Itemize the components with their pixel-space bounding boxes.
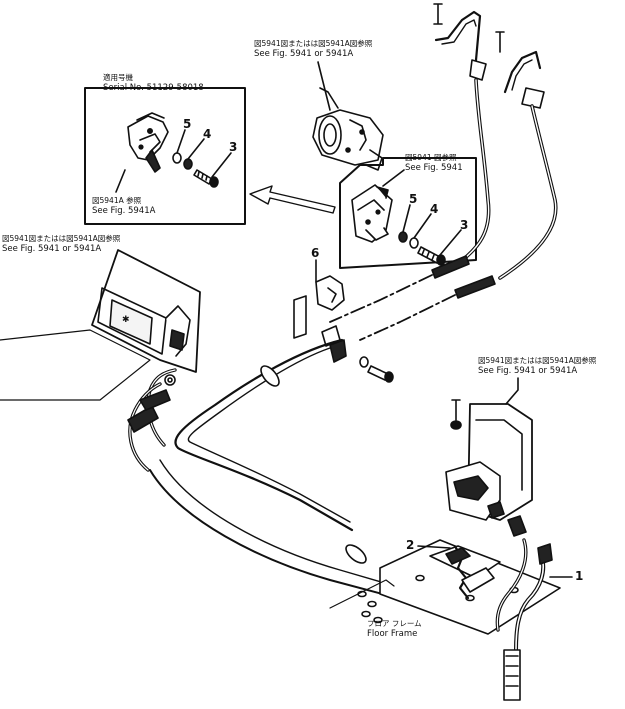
- mid-ref-jp: 図5941 図参照: [405, 153, 457, 162]
- upper-cables: [329, 3, 558, 341]
- floor-frame-en: Floor Frame: [367, 629, 418, 639]
- svg-text:✱: ✱: [122, 315, 130, 325]
- floor-frame-jp: フロア フレーム: [367, 619, 422, 628]
- clamp-part-6: [293, 259, 394, 383]
- direction-arrow: [249, 185, 336, 214]
- actuator-body: [312, 87, 384, 171]
- right-ref-en: See Fig. 5941 or 5941A: [478, 366, 578, 376]
- right-ref-jp: 図5941図またはは図5941A図参照: [478, 356, 597, 365]
- top-ref-en: See Fig. 5941 or 5941A: [254, 49, 354, 59]
- inset-see-en: See Fig. 5941A: [92, 206, 156, 216]
- callout-mid-4: 4: [430, 202, 439, 216]
- mid-detail-box: [339, 157, 477, 269]
- main-tube: [127, 338, 396, 597]
- inset-detail-box: [84, 87, 246, 225]
- right-assembly: [379, 377, 573, 701]
- callout-6: 6: [311, 246, 320, 260]
- mid-ref-en: See Fig. 5941: [405, 163, 463, 173]
- top-ref-jp: 図5941図またはは図5941A図参照: [254, 39, 373, 48]
- left-console: ✱: [0, 249, 201, 401]
- callout-mid-3: 3: [460, 218, 469, 232]
- left-ref-jp: 図5941図またはは図5941A図参照: [2, 234, 121, 243]
- inset-serial-jp: 適用号機: [103, 73, 133, 82]
- callout-inset-5: 5: [183, 117, 192, 131]
- callout-inset-3: 3: [229, 140, 238, 154]
- top-ref-leader: [317, 61, 331, 111]
- callout-2: 2: [406, 538, 415, 552]
- callout-inset-4: 4: [203, 127, 212, 141]
- callout-mid-5: 5: [409, 192, 418, 206]
- left-ref-en: See Fig. 5941 or 5941A: [2, 244, 102, 254]
- inset-see-jp: 図5941A 参照: [92, 196, 142, 205]
- inset-serial-en: Serial No. 51129-58018: [103, 83, 204, 93]
- floor-holes: [329, 579, 395, 624]
- callout-1: 1: [575, 569, 584, 583]
